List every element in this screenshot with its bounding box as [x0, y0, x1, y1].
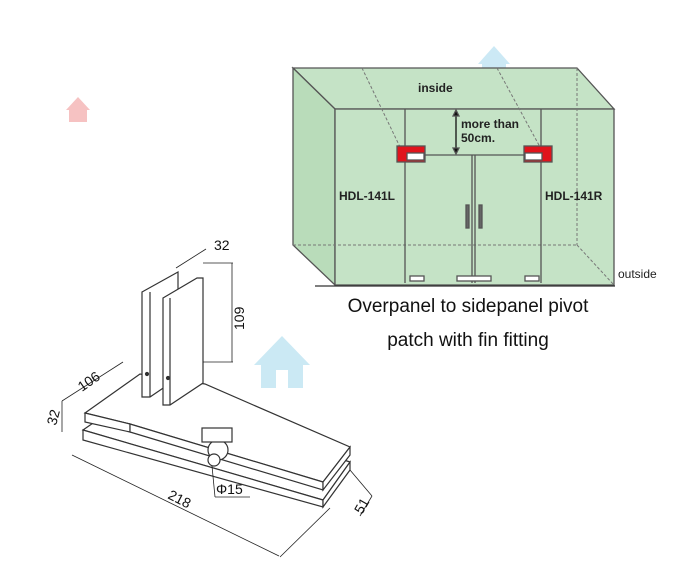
dim-fin-height: 109 — [231, 306, 247, 330]
fin-fitting-drawing — [81, 270, 351, 509]
right-fitting-label: HDL-141R — [545, 189, 603, 203]
room-top — [291, 67, 616, 110]
caption-line-1: Overpanel to sidepanel pivot — [348, 296, 590, 317]
house-icon — [66, 97, 90, 122]
clearance-label-1: more than — [461, 117, 519, 131]
house-icon — [254, 336, 310, 388]
outside-label: outside — [618, 267, 657, 281]
caption-line-2: patch with fin fitting — [387, 330, 549, 351]
left-fitting-label: HDL-141L — [339, 189, 395, 203]
dim-plate-width: 51 — [351, 495, 373, 517]
clearance-label-2: 50cm. — [461, 131, 495, 145]
dim-plate-thickness: 32 — [43, 407, 63, 426]
dim-top-thickness: 32 — [214, 237, 230, 253]
glass-room-diagram — [291, 66, 616, 287]
dim-long-arm: 218 — [166, 486, 194, 511]
dim-pivot-diameter: Φ15 — [216, 481, 243, 497]
inside-label: inside — [418, 81, 453, 95]
dimension-lines — [61, 248, 373, 558]
